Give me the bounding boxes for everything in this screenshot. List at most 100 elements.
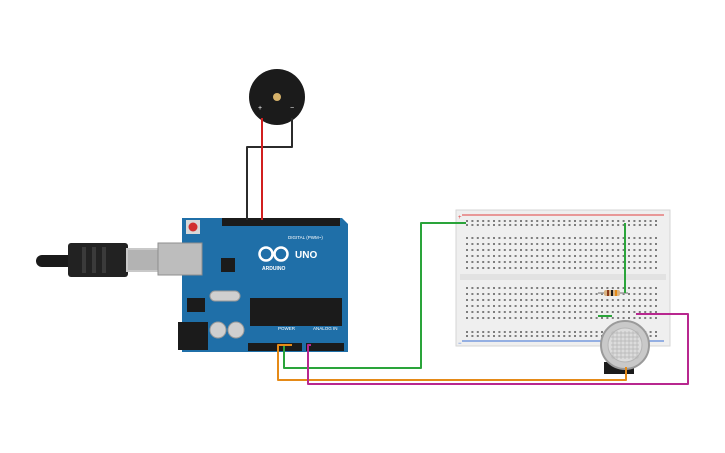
breadboard-hole	[611, 243, 614, 245]
breadboard-hole	[487, 287, 490, 289]
breadboard-hole	[482, 293, 485, 295]
breadboard-hole	[536, 255, 539, 257]
wire-magenta[interactable]	[307, 313, 689, 385]
breadboard-hole	[579, 249, 582, 251]
breadboard-hole	[498, 243, 501, 245]
breadboard-hole	[547, 317, 549, 319]
breadboard-hole	[509, 331, 512, 333]
breadboard-hole	[611, 255, 614, 257]
breadboard-hole	[655, 243, 657, 245]
rail-plus-label: +	[458, 215, 462, 221]
breadboard-hole	[638, 237, 641, 239]
breadboard-hole	[493, 293, 495, 295]
piezo-buzzer[interactable]: + −	[249, 69, 305, 125]
breadboard-hole	[574, 237, 576, 239]
breadboard-hole	[638, 220, 641, 222]
breadboard-hole	[482, 224, 485, 226]
breadboard-hole	[547, 331, 549, 333]
breadboard-hole	[541, 305, 544, 307]
breadboard-hole	[574, 331, 576, 333]
breadboard-hole	[552, 287, 555, 289]
breadboard-hole	[541, 224, 544, 226]
breadboard-hole	[509, 335, 512, 337]
usb-cable[interactable]	[36, 243, 160, 277]
breadboard-hole	[471, 249, 474, 251]
wire-green-gnd[interactable]	[283, 222, 466, 369]
breadboard-hole	[557, 249, 560, 251]
breadboard-hole	[509, 255, 512, 257]
breadboard-hole	[563, 335, 566, 337]
breadboard-hole	[655, 317, 657, 319]
breadboard-hole	[574, 267, 576, 269]
breadboard-hole	[482, 299, 485, 301]
model-label: UNO	[295, 250, 317, 261]
reset-button[interactable]	[188, 222, 198, 232]
breadboard-hole	[633, 267, 636, 269]
breadboard-hole	[557, 220, 560, 222]
breadboard-hole	[584, 299, 587, 301]
breadboard-hole	[471, 317, 474, 319]
breadboard-hole	[638, 311, 641, 313]
wire-orange[interactable]	[277, 344, 627, 381]
gas-sensor[interactable]	[600, 320, 650, 374]
breadboard-hole	[590, 224, 593, 226]
arduino-uno-board[interactable]: ARDUINO UNO DIGITAL (PWM~) POWER ANALOG …	[157, 218, 348, 352]
breadboard-hole	[536, 267, 539, 269]
breadboard-hole	[520, 335, 522, 337]
breadboard-hole	[541, 299, 544, 301]
breadboard-hole	[471, 237, 474, 239]
breadboard-hole	[509, 237, 512, 239]
breadboard-hole	[552, 224, 555, 226]
breadboard-hole	[466, 331, 468, 333]
breadboard-hole	[617, 267, 620, 269]
breadboard-hole	[530, 261, 533, 263]
breadboard-hole	[509, 261, 512, 263]
buzzer-minus-label: −	[290, 105, 294, 112]
breadboard-hole	[633, 287, 636, 289]
breadboard-hole	[617, 243, 620, 245]
breadboard-hole	[530, 287, 533, 289]
breadboard-hole	[655, 261, 657, 263]
breadboard-hole	[574, 224, 576, 226]
breadboard-hole	[498, 317, 501, 319]
breadboard-hole	[579, 237, 582, 239]
breadboard-hole	[466, 267, 468, 269]
breadboard-hole	[611, 299, 614, 301]
breadboard-hole	[530, 331, 533, 333]
breadboard-hole	[552, 255, 555, 257]
power-header	[248, 343, 302, 351]
breadboard-hole	[476, 305, 479, 307]
breadboard-hole	[541, 317, 544, 319]
breadboard-hole	[509, 224, 512, 226]
breadboard-hole	[552, 305, 555, 307]
breadboard-hole	[466, 249, 468, 251]
breadboard-hole	[482, 220, 485, 222]
breadboard-hole	[563, 287, 566, 289]
breadboard-hole	[622, 287, 625, 289]
breadboard-hole	[487, 255, 490, 257]
breadboard-hole	[617, 237, 620, 239]
breadboard-hole	[628, 237, 630, 239]
breadboard-hole	[530, 224, 533, 226]
breadboard-hole	[503, 299, 506, 301]
breadboard-hole	[601, 249, 603, 251]
breadboard-hole	[574, 317, 576, 319]
breadboard-hole	[579, 220, 582, 222]
resistor[interactable]	[598, 290, 628, 296]
breadboard-hole	[595, 267, 598, 269]
breadboard-hole	[584, 305, 587, 307]
breadboard-hole	[493, 220, 495, 222]
breadboard-hole	[514, 243, 517, 245]
breadboard-hole	[487, 311, 490, 313]
breadboard-hole	[552, 299, 555, 301]
breadboard-hole	[541, 243, 544, 245]
breadboard-hole	[584, 249, 587, 251]
breadboard-hole	[536, 331, 539, 333]
breadboard-hole	[487, 224, 490, 226]
breadboard-hole	[611, 287, 614, 289]
breadboard-hole	[487, 261, 490, 263]
breadboard-hole	[574, 305, 576, 307]
breadboard-hole	[503, 237, 506, 239]
wire-black[interactable]	[246, 118, 293, 220]
breadboard-hole	[552, 237, 555, 239]
